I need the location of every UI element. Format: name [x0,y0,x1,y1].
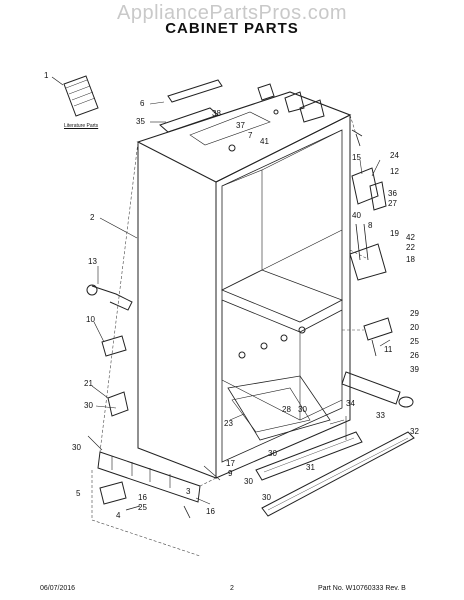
callout-17: 17 [226,459,235,468]
callout-30-a: 30 [84,401,93,410]
callout-38: 38 [212,109,221,118]
callout-34: 34 [346,399,355,408]
callout-39: 39 [410,365,419,374]
callout-41: 41 [260,137,269,146]
callout-29: 29 [410,309,419,318]
callout-30-c: 30 [268,449,277,458]
literature-booklet [63,75,99,117]
callout-22: 22 [406,243,415,252]
hinge-bracket-upper [351,167,379,205]
callout-40: 40 [352,211,361,220]
callout-16: 16 [138,493,147,502]
callout-1: 1 [44,71,49,80]
callout-15: 15 [352,153,361,162]
callout-25-a: 25 [410,337,419,346]
cabinet-shell [137,142,217,479]
callout-30-e: 30 [262,493,271,502]
clip-part [101,335,127,357]
compressor-cover [231,387,311,433]
callout-11: 11 [384,345,393,354]
literature-parts-label: Literature Parts [64,123,99,129]
callout-30-f: 30 [72,443,81,452]
callout-26: 26 [410,351,419,360]
callout-37: 37 [236,121,245,130]
callout-24: 24 [390,151,399,160]
callout-28: 28 [282,405,291,414]
callout-10: 10 [86,315,95,324]
callout-8: 8 [368,221,373,230]
callout-5: 5 [76,489,81,498]
footer-part-number: Part No. W10760333 Rev. B [318,585,406,592]
callout-35: 35 [136,117,145,126]
toe-kick [261,431,415,517]
callout-42: 42 [406,233,415,242]
callout-33: 33 [376,411,385,420]
callout-3: 3 [186,487,191,496]
callout-4: 4 [116,511,121,520]
bottom-base-frame [97,451,201,503]
callout-21: 21 [84,379,93,388]
callout-25-b: 25 [138,503,147,512]
callout-2: 2 [90,213,95,222]
footer-page-number: 2 [230,585,234,592]
mullion-shelf [221,269,343,323]
callout-27: 27 [388,199,397,208]
page-title: CABINET PARTS [165,20,299,37]
watermark-text: AppliancePartsPros.com [117,2,347,24]
top-left-bracket [167,79,223,103]
callout-20: 20 [410,323,419,332]
callout-32: 32 [410,427,419,436]
base-grille [255,431,363,481]
mid-hinge-bracket [363,317,393,341]
callout-6: 6 [140,99,145,108]
callout-30-d: 30 [244,477,253,486]
callout-18: 18 [406,255,415,264]
water-valve-fitting [91,285,133,311]
callout-36: 36 [388,189,397,198]
footer-date: 06/07/2016 [40,585,76,592]
callout-7: 7 [248,131,253,140]
callout-31: 31 [306,463,315,472]
callout-30-b: 30 [298,405,307,414]
callout-23: 23 [224,419,233,428]
callout-12: 12 [390,167,399,176]
callout-19: 19 [390,229,399,238]
callout-14: 16 [206,507,215,516]
callout-13: 13 [88,257,97,266]
drain-tube [341,371,401,405]
hinge-bracket-lower [349,243,387,281]
callout-9: 9 [228,469,233,478]
